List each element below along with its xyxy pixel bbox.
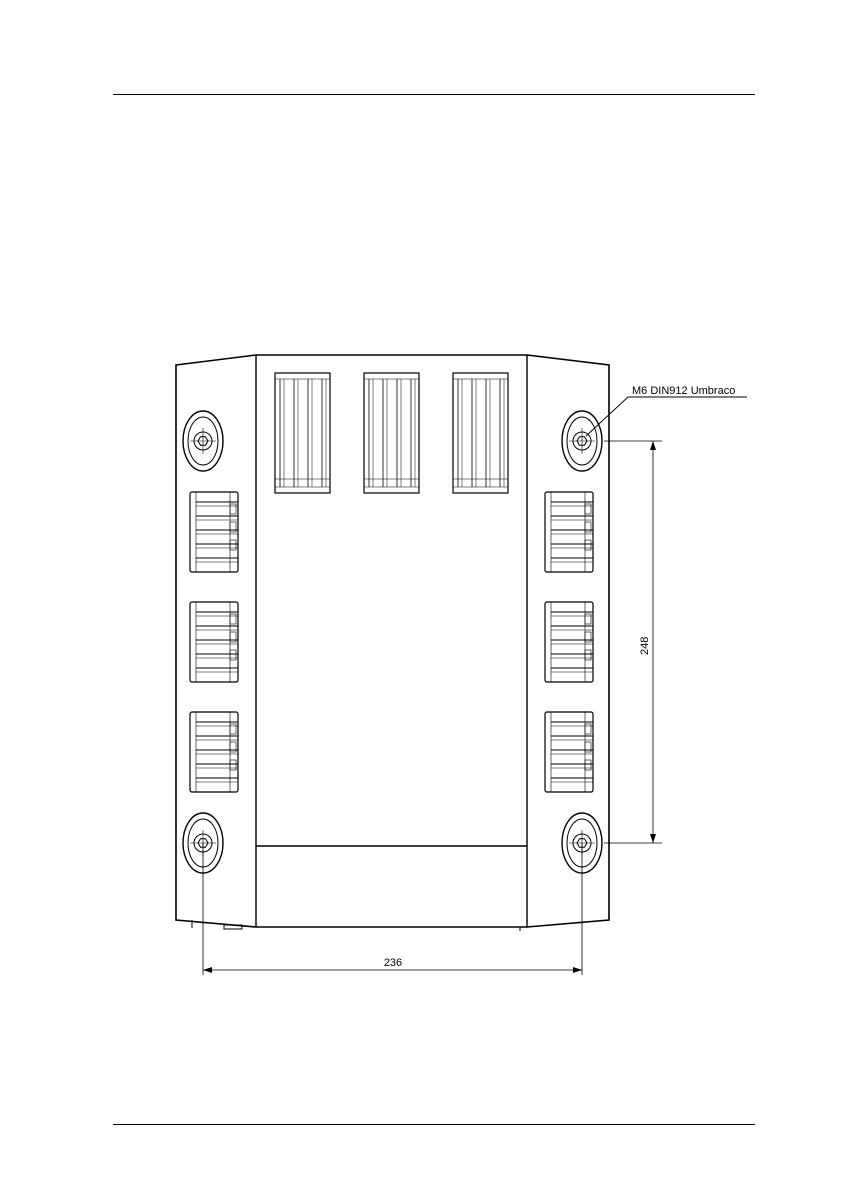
left-vent-2 — [190, 602, 238, 682]
top-vent-right — [453, 373, 508, 493]
callout-leader — [586, 397, 747, 436]
left-vent-1 — [190, 492, 238, 572]
right-vent-3 — [545, 712, 593, 792]
vertical-dimension — [604, 441, 662, 843]
top-vent-center — [364, 373, 419, 493]
callout-label: M6 DIN912 Umbraco — [632, 385, 735, 397]
right-vent-2 — [545, 602, 593, 682]
enclosure-outline — [176, 355, 609, 931]
mounting-hole-top-left — [183, 411, 223, 471]
dimension-vertical-label: 248 — [639, 637, 651, 655]
mounting-hole-top-right — [562, 411, 602, 471]
left-vent-3 — [190, 712, 238, 792]
dimension-horizontal-label: 236 — [384, 957, 402, 969]
top-vent-left — [275, 373, 330, 493]
right-vent-1 — [545, 492, 593, 572]
horizontal-dimension — [203, 843, 582, 975]
